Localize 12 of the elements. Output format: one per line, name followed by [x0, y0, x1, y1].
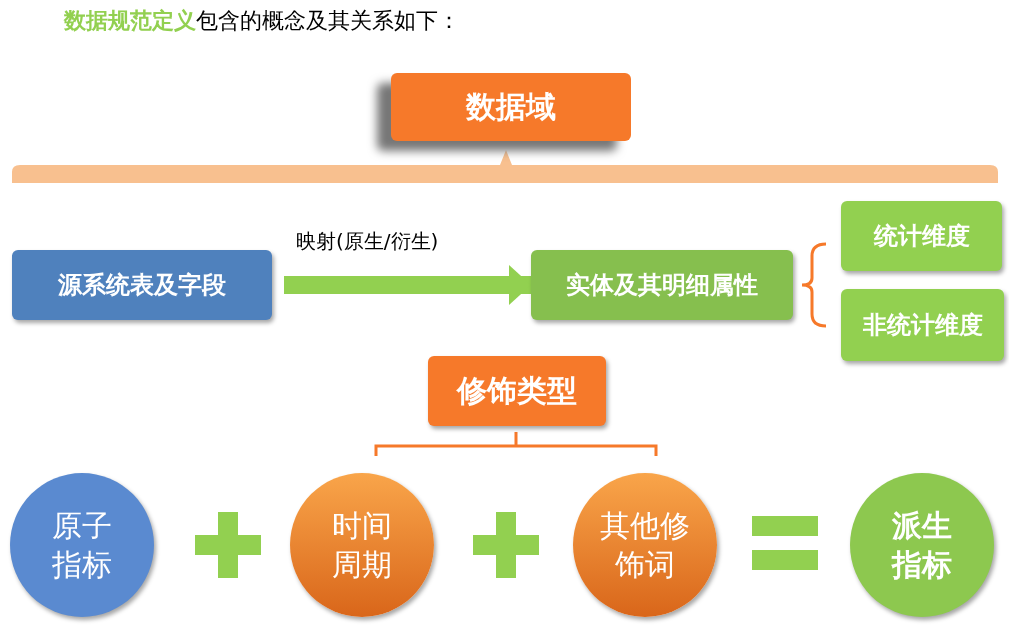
domain-box: 数据域 — [391, 73, 631, 141]
heading-text: 数据规范定义包含的概念及其关系如下： — [64, 7, 460, 35]
source-table-box: 源系统表及字段 — [12, 250, 272, 320]
modifier-type-box: 修饰类型 — [428, 356, 606, 426]
arrow — [284, 265, 531, 305]
dimension-box: 非统计维度 — [841, 289, 1004, 361]
entity-box: 实体及其明细属性 — [531, 250, 793, 320]
metric-circle: 时间周期 — [290, 473, 434, 617]
metric-circle: 原子指标 — [10, 473, 154, 617]
metric-circle: 其他修饰词 — [573, 473, 717, 617]
dimension-box: 统计维度 — [841, 201, 1002, 271]
metric-circle: 派生指标 — [850, 473, 994, 617]
